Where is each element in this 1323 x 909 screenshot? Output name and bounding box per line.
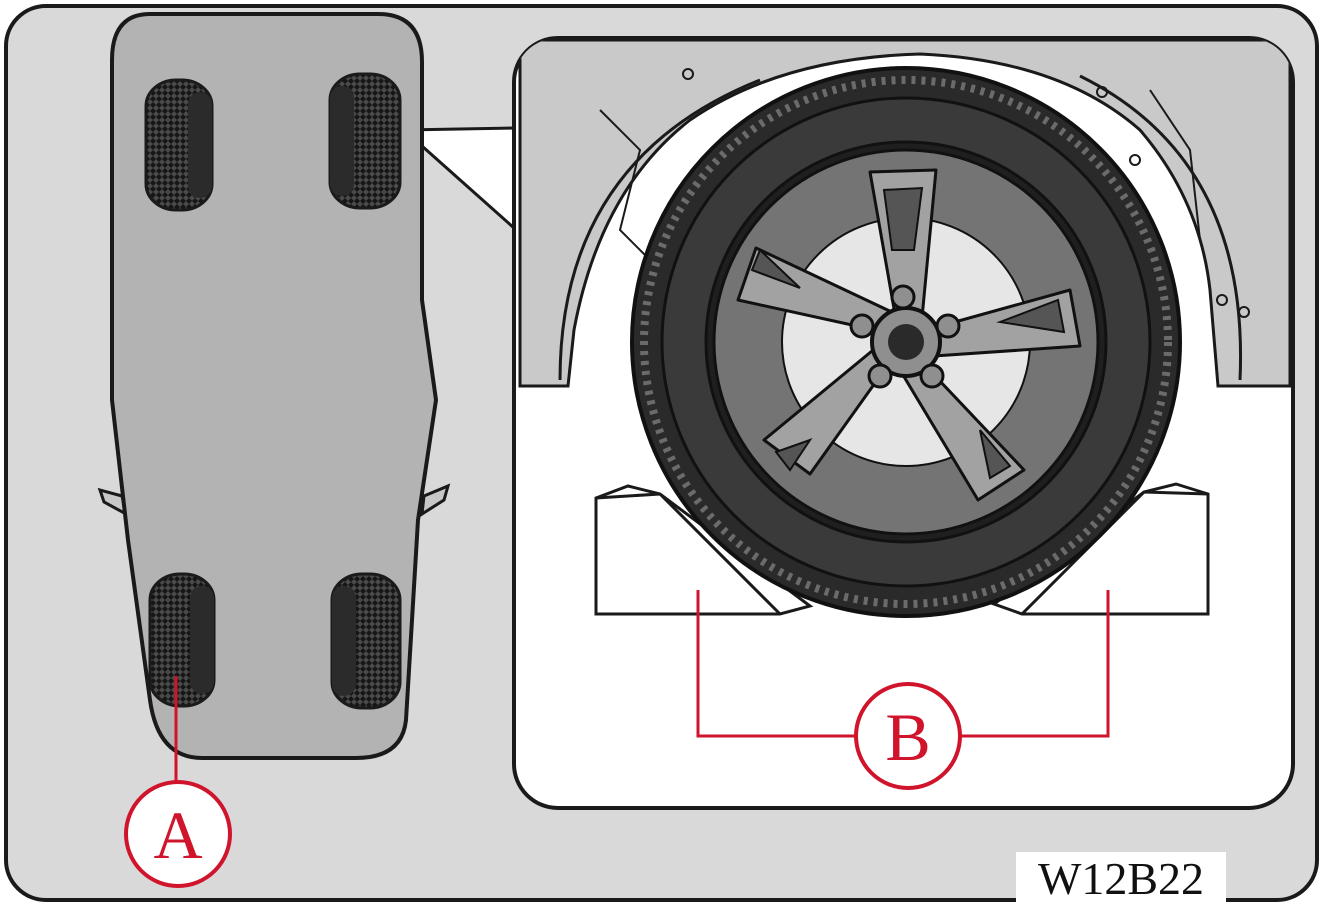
rim <box>712 148 1100 536</box>
wheel-front-right <box>328 72 402 210</box>
callout-b: B <box>696 590 1110 790</box>
wheel-front-left <box>144 78 214 212</box>
figure-code-box: W12B22 <box>1016 852 1226 904</box>
inset-panel <box>512 36 1295 810</box>
wheel-chock-left <box>594 484 814 616</box>
callout-a-label: A <box>153 797 202 873</box>
callout-b-label: B <box>885 699 930 775</box>
wheel-chock-right <box>990 482 1210 616</box>
car-top-view <box>97 12 451 760</box>
callout-a: A <box>124 676 232 888</box>
callout-a-circle <box>124 780 232 888</box>
figure-code: W12B22 <box>1038 853 1204 904</box>
callout-b-bracket <box>696 590 1110 738</box>
right-mirror <box>420 483 451 517</box>
callout-b-circle <box>854 682 962 790</box>
wheel-rear-right <box>330 572 402 710</box>
wheel-rear-left <box>148 572 216 708</box>
wheel-arch <box>518 38 1292 388</box>
